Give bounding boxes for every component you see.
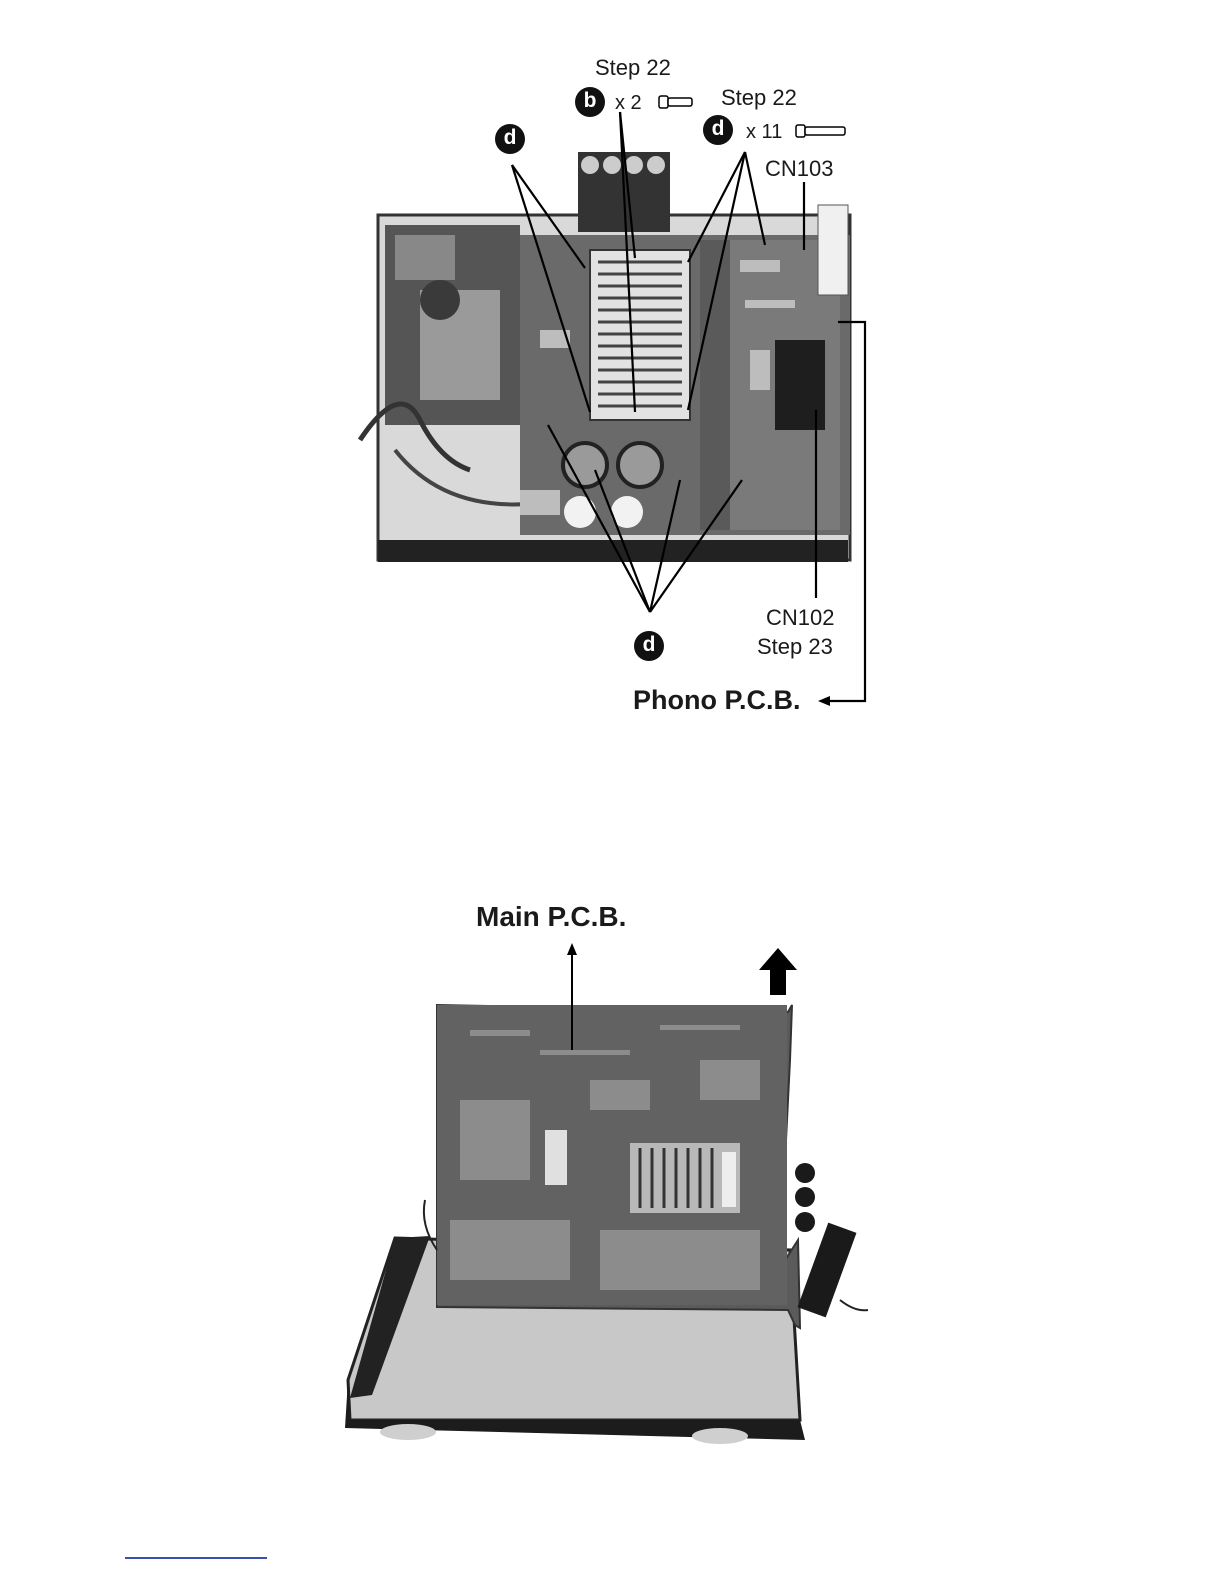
figure1-photo bbox=[0, 0, 1224, 760]
screw-d-badge-left: d bbox=[495, 124, 525, 154]
footnote-rule bbox=[125, 1557, 267, 1559]
screw-d-badge-right: d bbox=[703, 115, 733, 145]
step23-label: Step 23 bbox=[757, 634, 833, 660]
cn102-label: CN102 bbox=[766, 605, 834, 631]
heatsink-shadow bbox=[630, 1143, 740, 1213]
screw-d-quantity: x 11 bbox=[746, 119, 782, 145]
screw-d-badge-bottom: d bbox=[634, 631, 664, 661]
capacitor bbox=[618, 443, 662, 487]
step22-label-left: Step 22 bbox=[595, 55, 671, 81]
long-screw-icon bbox=[796, 125, 845, 137]
main-pcb-board bbox=[437, 1005, 800, 1328]
step22-label-right: Step 22 bbox=[721, 85, 797, 111]
base-tray bbox=[348, 1238, 800, 1420]
ic-chip bbox=[545, 1130, 567, 1185]
screw-icon bbox=[659, 96, 692, 108]
lift-up-arrow bbox=[759, 948, 797, 995]
ribbon-cable bbox=[775, 340, 825, 430]
main-pcb-label: Main P.C.B. bbox=[476, 904, 626, 930]
cn103-label: CN103 bbox=[765, 156, 833, 182]
phono-pcb-label: Phono P.C.B. bbox=[633, 687, 801, 713]
connector-block bbox=[818, 205, 848, 295]
screw-b-badge: b bbox=[575, 87, 605, 117]
screw-b-quantity: x 2 bbox=[615, 90, 642, 116]
